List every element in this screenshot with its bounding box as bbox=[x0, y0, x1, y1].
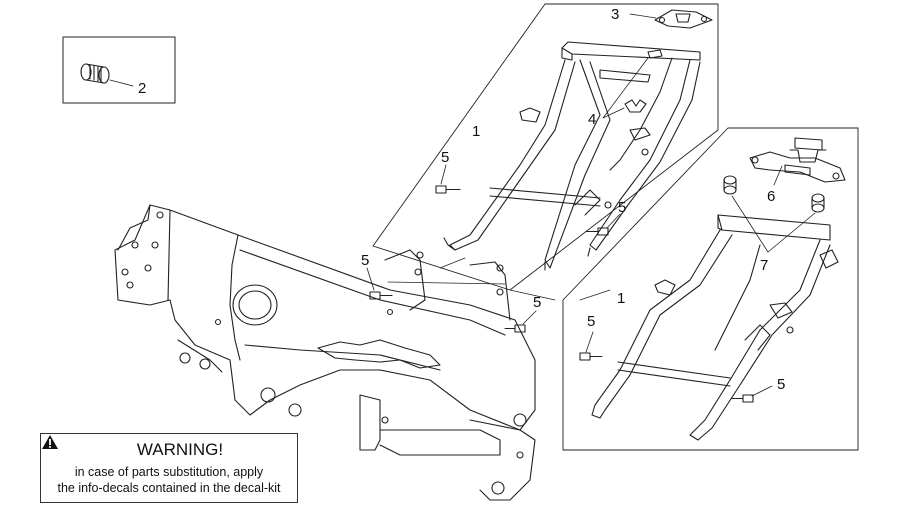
callout-5-lower-right: 5 bbox=[777, 376, 785, 393]
part-3-plate bbox=[654, 9, 713, 29]
bolt-lower-left bbox=[579, 352, 603, 361]
upper-subframe-group-outline bbox=[372, 3, 719, 291]
part-2-inset-box bbox=[62, 36, 176, 104]
part-7-bushing-right bbox=[811, 193, 825, 213]
lower-subframe-group-outline bbox=[562, 127, 859, 451]
callout-4: 4 bbox=[588, 111, 596, 128]
callout-2: 2 bbox=[138, 80, 146, 97]
callout-1-upper: 1 bbox=[472, 123, 480, 140]
callout-5-upper-right: 5 bbox=[618, 199, 626, 216]
callout-5-upper-left: 5 bbox=[441, 149, 449, 166]
callout-6: 6 bbox=[767, 188, 775, 205]
upper-subframe bbox=[443, 41, 701, 271]
part-6-plate bbox=[749, 137, 846, 183]
part-7-bushing-left bbox=[723, 175, 737, 195]
warning-line-2: the info-decals contained in the decal-k… bbox=[57, 481, 281, 495]
bolt-frame-top bbox=[369, 291, 393, 300]
callout-5-frame-right: 5 bbox=[533, 294, 541, 311]
callout-1-lower: 1 bbox=[617, 290, 625, 307]
part-4-wing-bolt bbox=[624, 49, 663, 113]
warning-line-1: in case of parts substitution, apply bbox=[74, 465, 264, 479]
callout-5-frame-top: 5 bbox=[361, 252, 369, 269]
warning-triangle-icon bbox=[42, 435, 133, 458]
warning-box: WARNING! in case of parts substitution, … bbox=[40, 433, 298, 503]
warning-title-row: WARNING! bbox=[41, 435, 297, 460]
bolt-frame-right bbox=[504, 324, 526, 333]
callout-5-lower-left: 5 bbox=[587, 313, 595, 330]
warning-title: WARNING! bbox=[136, 440, 224, 459]
main-frame bbox=[114, 204, 536, 501]
callout-7: 7 bbox=[760, 257, 768, 274]
bolt-lower-right bbox=[731, 394, 754, 403]
bolt-upper-right bbox=[585, 227, 609, 236]
part-2-sleeve bbox=[80, 63, 110, 84]
bolt-upper-left bbox=[435, 185, 461, 194]
lower-subframe bbox=[591, 214, 839, 441]
callout-3: 3 bbox=[611, 6, 619, 23]
